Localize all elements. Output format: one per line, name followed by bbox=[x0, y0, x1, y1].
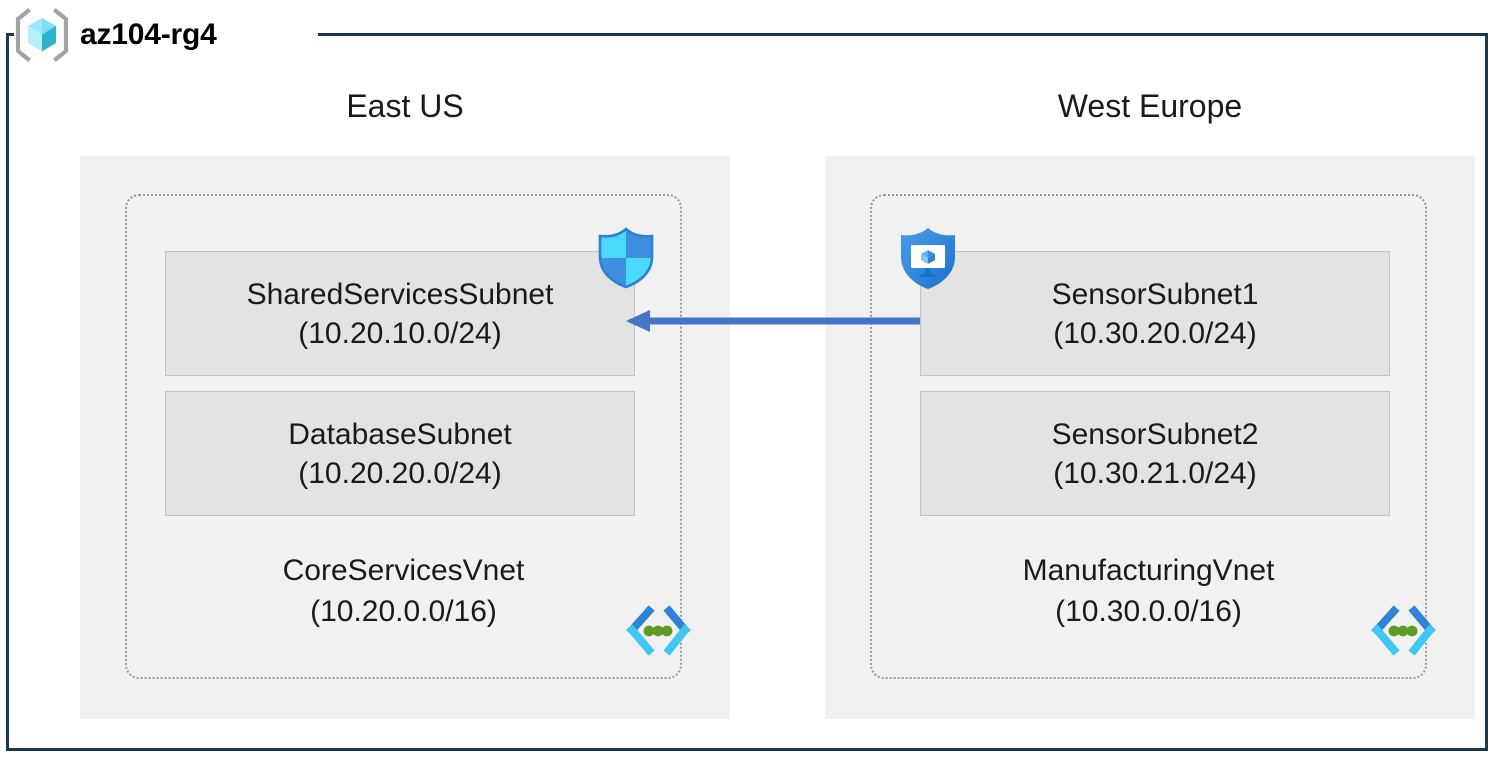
region-container-east-us: SharedServicesSubnet (10.20.10.0/24) bbox=[80, 156, 730, 719]
nsg-shield-icon bbox=[598, 227, 654, 289]
subnet-shared-services[interactable]: SharedServicesSubnet (10.20.10.0/24) bbox=[165, 251, 635, 376]
subnet-cidr: (10.20.20.0/24) bbox=[298, 456, 502, 490]
subnet-name: SensorSubnet2 bbox=[1051, 417, 1259, 451]
subnet-name: SensorSubnet1 bbox=[1051, 277, 1259, 311]
resource-group-frame-top-right-segment bbox=[318, 33, 1488, 36]
endpoint-protection-shield-icon bbox=[901, 228, 955, 289]
region-container-west-europe: SensorSubnet1 (10.30.20.0/24) bbox=[825, 156, 1475, 719]
vnet-core-services[interactable]: SharedServicesSubnet (10.20.10.0/24) bbox=[125, 194, 691, 679]
resource-group-name: az104-rg4 bbox=[80, 18, 217, 51]
subnet-name: DatabaseSubnet bbox=[288, 417, 512, 451]
resource-group-frame-top-left-segment bbox=[6, 33, 14, 36]
subnet-sensor-1[interactable]: SensorSubnet1 (10.30.20.0/24) bbox=[920, 251, 1390, 376]
subnet-sensor-2[interactable]: SensorSubnet2 (10.30.21.0/24) bbox=[920, 391, 1390, 516]
vnet-name-manufacturing: ManufacturingVnet bbox=[1022, 554, 1275, 587]
subnet-database[interactable]: DatabaseSubnet (10.20.20.0/24) bbox=[165, 391, 635, 516]
region-label-east-us: East US bbox=[346, 88, 464, 124]
vnet-peering-arrow bbox=[626, 310, 920, 332]
resource-group-frame bbox=[6, 33, 1488, 751]
region-label-west-europe: West Europe bbox=[1057, 88, 1243, 124]
region-west-europe: West Europe SensorSubnet1 (10.30.20.0/24… bbox=[825, 88, 1475, 728]
vnet-cidr-manufacturing: (10.30.0.0/16) bbox=[1055, 595, 1242, 628]
vnet-icon bbox=[1371, 605, 1436, 656]
vnet-name-core-services: CoreServicesVnet bbox=[282, 554, 525, 587]
vnet-icon bbox=[626, 605, 691, 656]
resource-group-cube-icon bbox=[15, 8, 69, 62]
subnet-cidr: (10.20.10.0/24) bbox=[298, 316, 502, 350]
vnet-manufacturing[interactable]: SensorSubnet1 (10.30.20.0/24) bbox=[870, 194, 1436, 679]
region-east-us: East US SharedServicesSubnet (10.20.10.0… bbox=[80, 88, 730, 728]
subnet-name: SharedServicesSubnet bbox=[246, 277, 554, 311]
subnet-cidr: (10.30.20.0/24) bbox=[1053, 316, 1257, 350]
subnet-cidr: (10.30.21.0/24) bbox=[1053, 456, 1257, 490]
vnet-cidr-core-services: (10.20.0.0/16) bbox=[310, 595, 497, 628]
resource-group-header: az104-rg4 bbox=[14, 4, 223, 66]
